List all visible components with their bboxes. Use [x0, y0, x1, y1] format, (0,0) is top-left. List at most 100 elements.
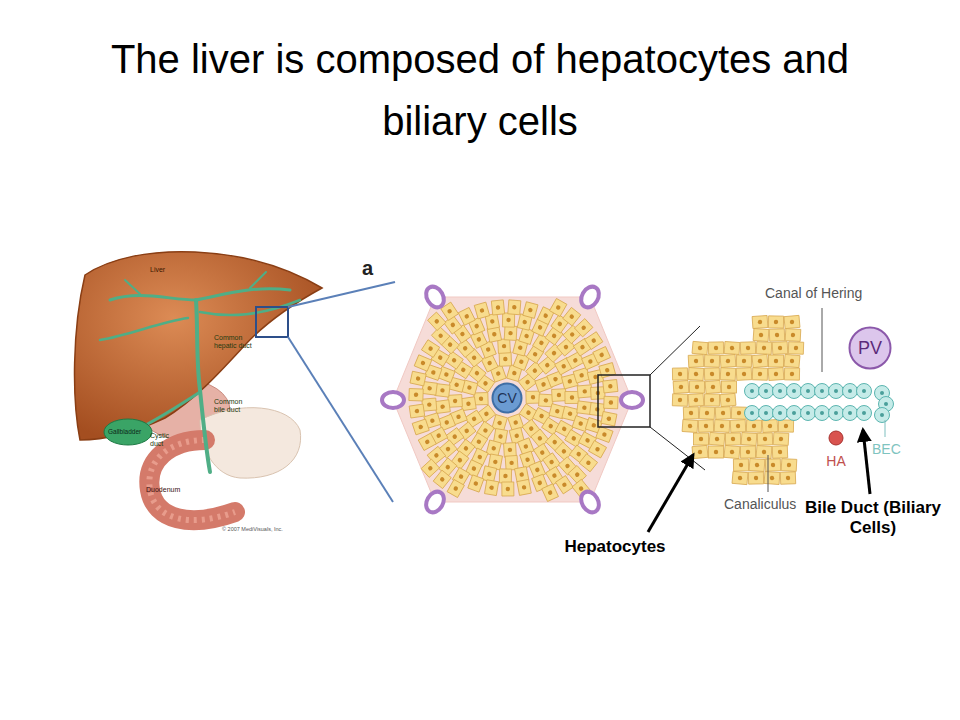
hepatocyte-nucleus [431, 370, 437, 376]
hepatocyte-nucleus [457, 457, 463, 463]
hepatocyte [568, 465, 586, 483]
panel-letter: a [362, 257, 373, 280]
hepatocyte [732, 471, 748, 484]
hepatocyte [748, 472, 763, 484]
hepatocyte-nucleus [479, 308, 484, 313]
hepatocyte [708, 342, 723, 354]
hepatocyte-body [781, 459, 797, 472]
hepatocyte-body [531, 429, 549, 447]
hepatocyte-nucleus [581, 325, 587, 331]
hepatocyte-nucleus [498, 434, 503, 439]
hepatocyte-nucleus [552, 439, 558, 445]
hepatocyte-body [498, 339, 511, 354]
slide-title: The liver is composed of hepatocytes and… [100, 28, 860, 152]
hepatocyte-nucleus [551, 350, 557, 356]
hepatocyte [778, 420, 793, 432]
hepatocyte [409, 404, 425, 418]
hepatocyte-nucleus [447, 308, 453, 314]
biliary-cell-nucleus [806, 411, 810, 415]
hepatocyte [421, 340, 439, 358]
hepatocyte-nucleus [503, 474, 507, 478]
hepatocyte [539, 394, 554, 407]
biliary-cell-nucleus [880, 413, 884, 417]
hepatocyte [552, 389, 567, 402]
hepatocyte-nucleus [524, 333, 530, 339]
hepatocyte [410, 371, 426, 386]
hepatocyte-nucleus [774, 372, 779, 377]
biliary-cell-body [875, 408, 890, 423]
hepatocyte [517, 479, 531, 495]
portal-triad [423, 283, 448, 310]
hepatocyte-nucleus [471, 355, 477, 361]
hepatocyte-body [720, 393, 736, 406]
hepatocyte-nucleus [599, 352, 605, 358]
hepatocyte-nucleus [678, 372, 682, 376]
hepatocyte-body [543, 453, 561, 471]
hepatocyte-body [778, 420, 793, 432]
hepatocyte-nucleus [570, 395, 574, 399]
biliary-cell-nucleus [862, 389, 866, 393]
hepatocyte-body [688, 393, 704, 406]
hepatocyte-nucleus [476, 336, 482, 342]
biliary-cell [773, 384, 788, 399]
hepatocyte [603, 379, 618, 393]
hepatocyte [788, 342, 803, 355]
hepatocyte-nucleus [452, 434, 458, 440]
hepatocyte-nucleus [727, 385, 731, 389]
biliary-cell-nucleus [848, 389, 852, 393]
hepatocyte-body [705, 380, 721, 393]
hepatocyte-nucleus [537, 324, 543, 330]
hepatocyte [412, 419, 429, 435]
hepatocyte [448, 395, 463, 408]
hepatocyte-body [757, 433, 772, 446]
biliary-cell-body [815, 384, 830, 399]
hepatocyte [543, 453, 561, 471]
hepatocyte-nucleus [532, 368, 538, 374]
biliary-cell-nucleus [778, 389, 782, 393]
hepatocyte [730, 420, 746, 433]
hepatocyte-body [730, 420, 746, 433]
hepatocyte-nucleus [746, 450, 750, 454]
hepatocyte-nucleus [538, 340, 544, 346]
hepatocyte-body [563, 307, 581, 325]
hepatocyte [555, 442, 573, 460]
hepatocyte-nucleus [591, 423, 597, 429]
biliary-cell [829, 406, 844, 421]
hepatocyte-body [523, 302, 538, 319]
lobule-hexagon [393, 297, 632, 502]
biliary-cell-body [745, 384, 760, 399]
hepatocyte-body [542, 484, 559, 502]
hepatocyte-nucleus [428, 346, 434, 352]
hepatocyte-nucleus [736, 424, 741, 429]
hepatocyte [445, 351, 463, 369]
hepatocyte [724, 445, 740, 458]
zoom-box [256, 307, 288, 337]
hepatocyte-nucleus [427, 465, 433, 471]
hepatocyte-body [579, 454, 597, 472]
hepatocyte-body [682, 419, 698, 432]
hepatocyte [484, 480, 498, 496]
hepatocyte-body [550, 298, 567, 316]
hepatocyte-nucleus [450, 322, 456, 328]
hepatocyte [565, 430, 583, 448]
hepatocyte [672, 368, 687, 380]
hepatocyte-nucleus [463, 445, 469, 451]
hepatocyte [593, 347, 611, 364]
hepatocyte-body [733, 459, 748, 471]
hepatocyte-body [672, 394, 687, 407]
hepatocyte-body [724, 341, 740, 354]
hepatocyte [556, 476, 574, 494]
hepatocyte [458, 307, 475, 325]
hepatocyte-nucleus [473, 481, 479, 487]
hepatocyte [577, 385, 592, 398]
hepatocyte-nucleus [418, 424, 424, 430]
hepatocyte-nucleus [699, 437, 703, 441]
pointer-arrow [648, 455, 693, 532]
hepatocyte-body [596, 426, 613, 442]
hepatocyte-nucleus [512, 305, 517, 310]
biliary-cell [787, 406, 802, 421]
hepatocyte-nucleus [688, 424, 693, 429]
hepatocyte-body [724, 445, 740, 458]
hepatocyte-nucleus [447, 342, 453, 348]
node-label: CV [497, 390, 516, 406]
